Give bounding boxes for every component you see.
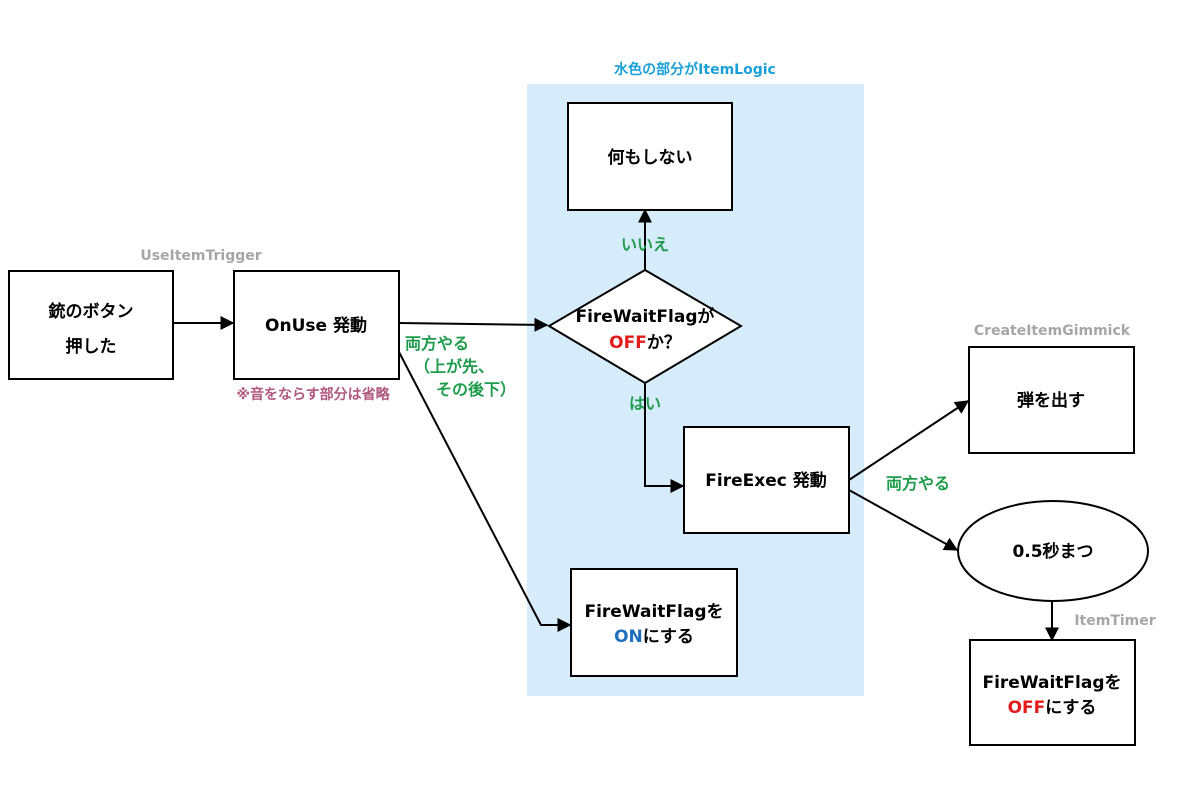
node-press-button: 銃のボタン 押した: [8, 270, 174, 380]
edge-label-no: いいえ: [621, 235, 669, 254]
edge-label-both-left-line1: 両方やる: [405, 334, 469, 353]
node-fire-exec-label: FireExec 発動: [705, 470, 826, 491]
node-wait: 0.5秒まつ: [957, 500, 1149, 602]
node-set-on-suffix: にする: [643, 627, 694, 647]
node-fire-exec: FireExec 発動: [683, 426, 850, 534]
node-set-on-line2: ONにする: [614, 627, 694, 647]
edge-label-yes: はい: [629, 394, 661, 413]
item-logic-region-title: 水色の部分がItemLogic: [614, 61, 776, 78]
node-set-off-line2: OFFにする: [1008, 698, 1097, 718]
node-press-button-line2: 押した: [66, 336, 117, 357]
node-check-flag: FireWaitFlagが OFFか？: [547, 268, 743, 385]
node-set-on: FireWaitFlagを ONにする: [570, 568, 738, 677]
edge-onuse-to-set-on: [398, 351, 572, 632]
node-on-use-label: OnUse 発動: [265, 315, 367, 336]
node-set-on-on: ON: [614, 627, 643, 647]
node-set-off-suffix: にする: [1045, 698, 1096, 718]
edge-label-both-right: 両方やる: [886, 474, 950, 493]
node-set-on-line1: FireWaitFlagを: [584, 602, 723, 622]
node-check-flag-suffix: か？: [647, 333, 681, 353]
node-check-flag-line1: FireWaitFlagが: [575, 306, 714, 327]
edge-label-both-left-line3: その後下）: [436, 380, 516, 399]
node-spawn-bullet: 弾を出す: [968, 346, 1135, 454]
node-spawn-bullet-label: 弾を出す: [1017, 390, 1085, 411]
edge-fireexec-to-wait: [848, 489, 959, 551]
node-set-off-line1: FireWaitFlagを: [982, 673, 1121, 693]
node-set-off-off: OFF: [1008, 698, 1046, 718]
node-press-button-line1: 銃のボタン: [49, 301, 134, 322]
edge-label-both-left-line2: （上が先、: [414, 357, 494, 376]
node-check-flag-line2: OFFか？: [609, 333, 681, 353]
node-on-use: OnUse 発動: [233, 270, 400, 380]
create-item-gimmick-label: CreateItemGimmick: [974, 323, 1131, 339]
node-check-flag-off: OFF: [609, 333, 647, 353]
item-timer-label: ItemTimer: [1074, 613, 1155, 629]
node-do-nothing-label: 何もしない: [608, 147, 693, 168]
sound-omitted-note: ※音をならす部分は省略: [236, 386, 390, 403]
edge-onuse-to-check: [398, 317, 549, 332]
edge-check-to-fireexec: [644, 383, 685, 493]
use-item-trigger-label: UseItemTrigger: [140, 248, 261, 264]
node-wait-label: 0.5秒まつ: [1012, 541, 1093, 562]
node-set-off: FireWaitFlagを OFFにする: [969, 639, 1136, 746]
node-do-nothing: 何もしない: [567, 102, 733, 211]
edge-fireexec-to-bullet: [848, 400, 970, 481]
